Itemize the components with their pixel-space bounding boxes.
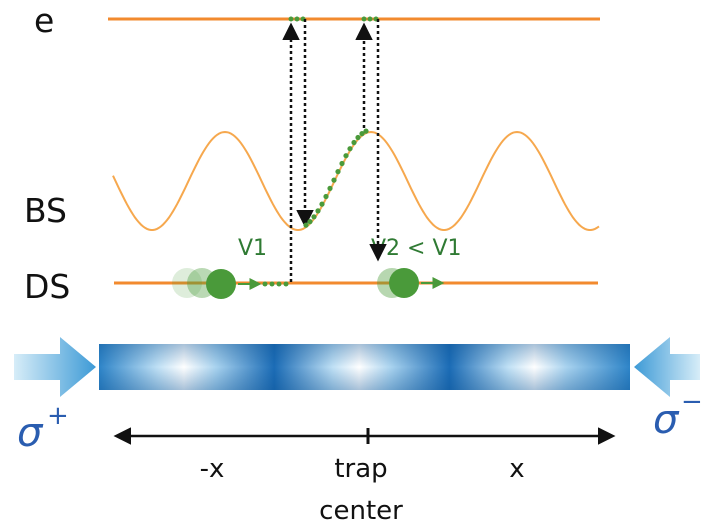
atom-ghost-1 — [172, 268, 202, 298]
atom-1 — [206, 269, 236, 299]
atom-2 — [389, 268, 419, 298]
atom-path-dot — [327, 185, 333, 191]
atom-path-dot — [343, 153, 349, 159]
atom-path-dots-e1 — [288, 16, 306, 22]
atom-path-dot — [315, 208, 321, 214]
atom-path-dot — [307, 219, 313, 225]
axis-label-trap: trap — [334, 454, 387, 484]
velocity-label-v1: V1 — [238, 236, 267, 261]
atom-path-dot — [363, 128, 369, 134]
excited-level-label: e — [34, 1, 54, 40]
atom-path-dots-bs — [303, 128, 369, 228]
bright-state-potential-curve — [112, 130, 600, 231]
right-beam-arrow — [634, 337, 700, 397]
atom-path-dot — [339, 160, 345, 167]
axis-label-positive-x: x — [509, 454, 524, 484]
atom-path-dot — [335, 169, 341, 175]
velocity-label-v2: V2 < V1 — [371, 236, 462, 261]
optical-lattice-shading — [99, 344, 630, 390]
atom-path-dot — [359, 131, 365, 137]
sigma-minus-label: σ — [653, 397, 680, 443]
atom-path-dot — [303, 222, 309, 228]
bright-state-label: BS — [24, 191, 67, 230]
atom-path-dots-ds — [262, 281, 289, 287]
atom-path-dot — [355, 134, 361, 141]
sigma-plus-label: σ — [17, 410, 44, 456]
atom-path-dot — [323, 193, 329, 200]
atom-path-dot — [331, 177, 337, 183]
left-beam-arrow — [14, 337, 96, 397]
atom-path-dot — [351, 139, 357, 146]
atom-path-dot — [347, 146, 353, 152]
atom-path-dots-e2 — [361, 16, 379, 22]
sigma-plus-superscript: + — [47, 401, 69, 431]
dark-state-label: DS — [24, 267, 70, 306]
atom-path-dot — [319, 201, 325, 207]
axis-label-center: center — [319, 496, 403, 526]
axis-label-negative-x: -x — [200, 454, 225, 484]
sigma-minus-superscript: − — [681, 387, 703, 417]
atom-path-dot — [311, 214, 317, 220]
